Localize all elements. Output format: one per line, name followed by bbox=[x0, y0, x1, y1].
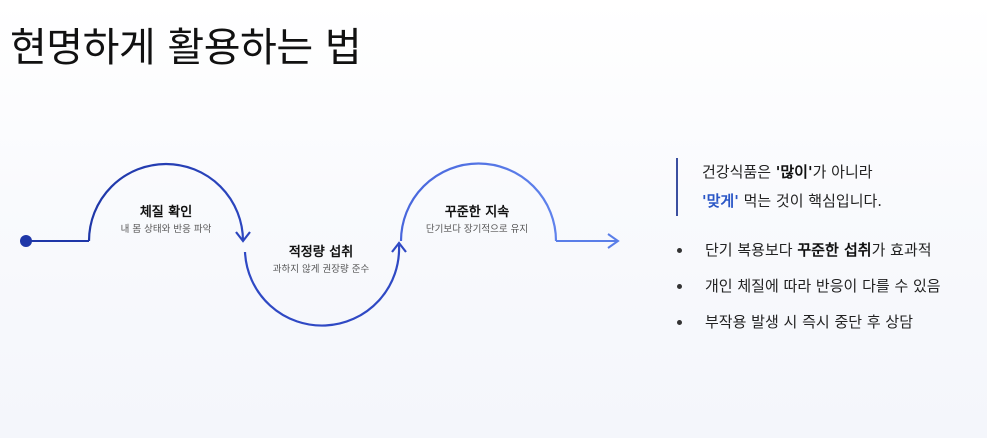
step-2-title: 적정량 섭취 bbox=[289, 244, 353, 260]
tip-text: 부작용 발생 시 즉시 중단 후 상담 bbox=[705, 313, 914, 331]
arc-step-3 bbox=[399, 162, 558, 242]
list-item: 단기 복용보다 꾸준한 섭취가 효과적 bbox=[675, 232, 941, 268]
arrow-head-2 bbox=[391, 241, 407, 253]
quote-text: 가 아니라 bbox=[812, 163, 873, 181]
arc-step-1 bbox=[87, 162, 245, 242]
page-title: 현명하게 활용하는 법 bbox=[10, 25, 362, 71]
step-3-title: 꾸준한 지속 bbox=[445, 204, 509, 220]
step-1-sub: 내 몸 상태와 반응 파악 bbox=[121, 223, 212, 235]
quote-text: 먹는 것이 핵심입니다. bbox=[738, 192, 883, 210]
tip-emphasis: 꾸준한 섭취 bbox=[797, 241, 872, 259]
tips-list: 단기 복용보다 꾸준한 섭취가 효과적 개인 체질에 따라 반응이 다를 수 있… bbox=[675, 232, 941, 340]
step-2-sub: 과하지 않게 권장량 준수 bbox=[273, 263, 370, 275]
step-1-title: 체질 확인 bbox=[140, 204, 192, 220]
bullet-icon bbox=[677, 320, 682, 325]
tip-text: 단기 복용보다 bbox=[705, 241, 798, 259]
key-message: 건강식품은 '많이'가 아니라 '맞게' 먹는 것이 핵심입니다. bbox=[676, 158, 882, 216]
list-item: 개인 체질에 따라 반응이 다를 수 있음 bbox=[675, 268, 941, 304]
step-3-sub: 단기보다 장기적으로 유지 bbox=[426, 223, 528, 235]
process-flow-diagram: 체질 확인 내 몸 상태와 반응 파악 적정량 섭취 과하지 않게 권장량 준수… bbox=[20, 162, 620, 327]
key-message-line-1: 건강식품은 '많이'가 아니라 bbox=[702, 158, 882, 187]
quote-emphasis-1: '많이' bbox=[775, 163, 813, 181]
quote-text: 건강식품은 bbox=[702, 163, 776, 181]
list-item: 부작용 발생 시 즉시 중단 후 상담 bbox=[675, 304, 941, 340]
quote-emphasis-2: '맞게' bbox=[702, 192, 739, 210]
bullet-icon bbox=[677, 248, 682, 253]
tip-text: 가 효과적 bbox=[871, 241, 932, 259]
arrow-head-end bbox=[607, 233, 620, 249]
arc-step-2 bbox=[243, 244, 401, 327]
key-message-line-2: '맞게' 먹는 것이 핵심입니다. bbox=[702, 187, 882, 216]
tip-text: 개인 체질에 따라 반응이 다를 수 있음 bbox=[705, 277, 941, 295]
arrow-head-1 bbox=[235, 231, 251, 243]
bullet-icon bbox=[677, 284, 682, 289]
